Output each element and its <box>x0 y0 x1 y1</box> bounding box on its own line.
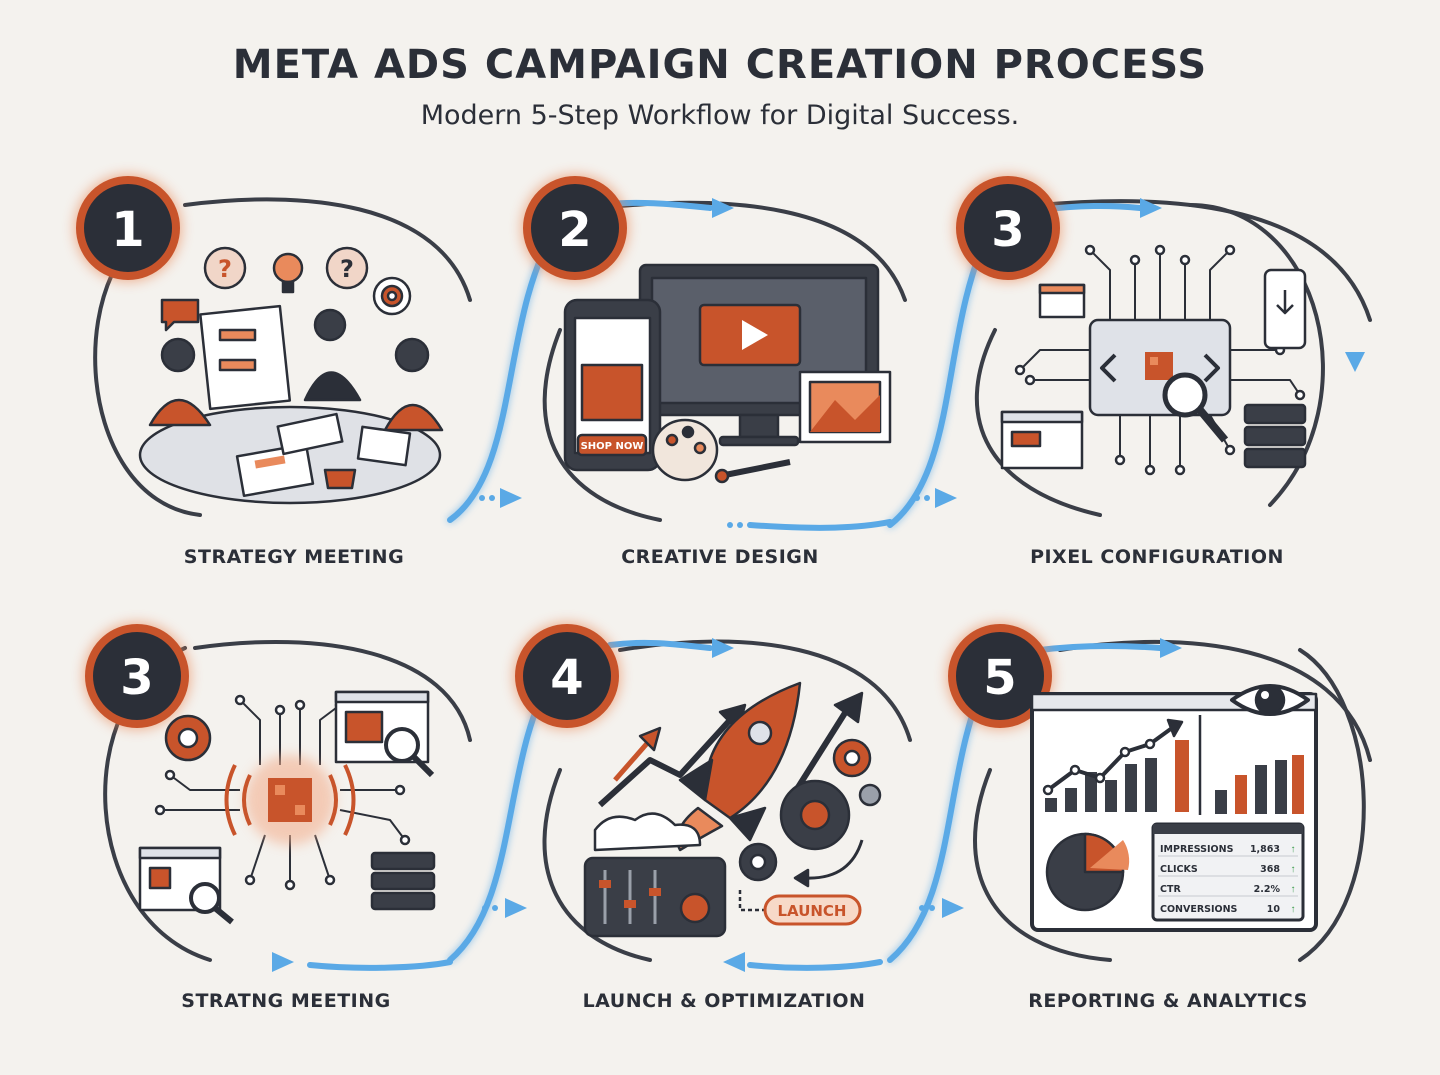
badge-number: 3 <box>120 650 153 706</box>
arrow-up-icon: ↑ <box>1291 884 1296 895</box>
metric-value: 2.2% <box>1254 884 1281 895</box>
step-label-2: CREATIVE DESIGN <box>621 546 819 568</box>
pie-chart <box>1045 832 1130 912</box>
arrow-up-icon: ↑ <box>1291 904 1296 915</box>
svg-text:?: ? <box>340 255 354 283</box>
bar-chart-right <box>1215 755 1304 814</box>
arrow-up-icon: ↑ <box>1291 844 1296 855</box>
step-label-1: STRATEGY MEETING <box>183 546 405 568</box>
badge-number: 2 <box>558 202 591 258</box>
flow-arrows <box>272 198 1365 972</box>
metric-row: IMPRESSIONS 1,863 ↑ <box>1158 844 1298 857</box>
badge-1: 1 <box>74 174 182 282</box>
metric-value: 368 <box>1260 864 1280 875</box>
badge-6: 5 <box>946 622 1054 730</box>
metric-value: 1,863 <box>1250 844 1280 855</box>
badge-number: 1 <box>111 202 144 258</box>
metric-value: 10 <box>1267 904 1281 915</box>
badge-3: 3 <box>954 174 1062 282</box>
step-label-4: STRATNG MEETING <box>181 990 391 1012</box>
pixel-illustration <box>1000 244 1307 476</box>
svg-text:?: ? <box>218 255 232 283</box>
badge-number: 4 <box>550 650 583 706</box>
page-title: META ADS CAMPAIGN CREATION PROCESS <box>232 42 1208 88</box>
metric-name: CLICKS <box>1160 864 1198 875</box>
analytics-illustration <box>1030 684 1318 932</box>
metric-row: CONVERSIONS 10 ↑ <box>1160 904 1296 915</box>
step-badges: 1 2 3 3 4 5 <box>74 174 1062 730</box>
signal-illustration <box>138 690 436 925</box>
metric-row: CLICKS 368 ↑ <box>1158 864 1298 877</box>
meeting-illustration: ? ? <box>138 246 444 505</box>
badge-number: 3 <box>991 202 1024 258</box>
step-label-5: LAUNCH & OPTIMIZATION <box>582 990 866 1012</box>
badge-5: 4 <box>513 622 621 730</box>
badge-2: 2 <box>521 174 629 282</box>
metric-name: CONVERSIONS <box>1160 904 1238 915</box>
arrow-up-icon: ↑ <box>1291 864 1296 875</box>
page-subtitle: Modern 5-Step Workflow for Digital Succe… <box>420 100 1020 131</box>
launch-illustration: LAUNCH <box>583 681 882 938</box>
step-label-6: REPORTING & ANALYTICS <box>1028 990 1308 1012</box>
bar-chart-left <box>1045 740 1189 812</box>
creative-illustration: SHOP NOW <box>563 263 892 484</box>
metric-row: CTR 2.2% ↑ <box>1158 884 1298 897</box>
metric-name: IMPRESSIONS <box>1160 844 1234 855</box>
badge-4: 3 <box>83 622 191 730</box>
metric-name: CTR <box>1160 884 1181 895</box>
step-label-3: PIXEL CONFIGURATION <box>1030 546 1284 568</box>
launch-button: LAUNCH <box>777 902 846 920</box>
badge-number: 5 <box>983 650 1016 706</box>
metrics-table: IMPRESSIONS 1,863 ↑ CLICKS 368 ↑ CTR 2.2… <box>1158 844 1298 915</box>
shop-now-button: SHOP NOW <box>581 441 644 452</box>
